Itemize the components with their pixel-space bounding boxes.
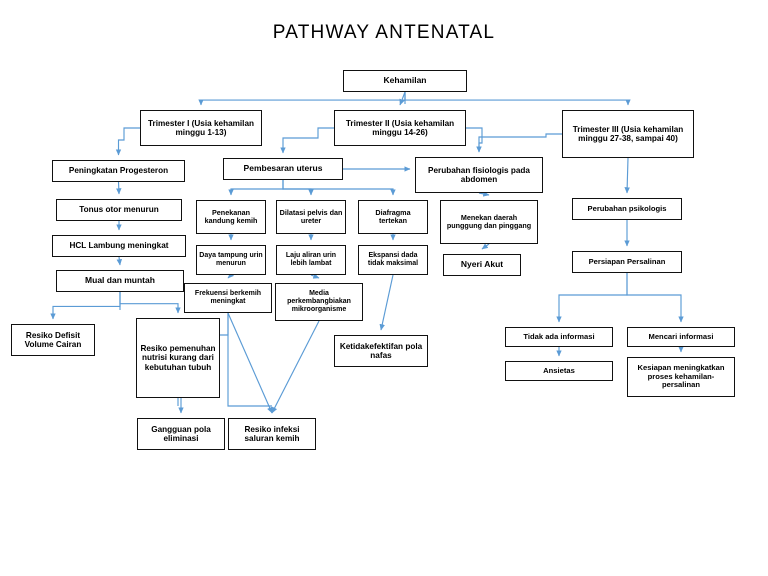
node-trimester2[interactable]: Trimester II (Usia kehamilan minggu 14-2…	[334, 110, 466, 146]
node-label: Trimester III (Usia kehamilan minggu 27-…	[572, 124, 684, 143]
connector	[115, 127, 140, 156]
connector	[478, 191, 490, 197]
node-label: Kehamilan	[383, 75, 427, 86]
node-label: Gangguan pola eliminasi	[151, 424, 211, 443]
connector	[481, 243, 490, 250]
connector	[116, 181, 122, 195]
node-label: Pembesaran uterus	[243, 163, 323, 174]
node-gangguan[interactable]: Gangguan pola eliminasi	[137, 418, 225, 450]
node-ekspansi[interactable]: Ekspansi dada tidak maksimal	[358, 245, 428, 275]
node-frekuensi[interactable]: Frekuensi berkemih meningkat	[184, 283, 272, 313]
connector	[50, 292, 121, 320]
connector	[282, 180, 396, 196]
node-label: Tonus otor menurun	[79, 205, 159, 215]
node-label: Frekuensi berkemih meningkat	[194, 290, 262, 305]
connector	[280, 127, 334, 154]
node-label: Diafragma tertekan	[375, 207, 411, 225]
node-label: Laju aliran urin lebih lambat	[285, 252, 337, 267]
connector	[476, 133, 562, 153]
node-penekanan[interactable]: Penekanan kandung kemih	[196, 200, 266, 234]
node-label: Mencari informasi	[648, 331, 714, 341]
node-psikologis[interactable]: Perubahan psikologis	[572, 198, 682, 220]
node-fisiologis[interactable]: Perubahan fisiologis pada abdomen	[415, 157, 543, 193]
node-label: Kesiapan meningkatkan proses kehamilan-p…	[637, 363, 725, 390]
node-label: Ansietas	[543, 365, 575, 375]
connector	[624, 157, 630, 194]
node-label: Nyeri Akut	[460, 259, 504, 270]
node-label: Peningkatan Progesteron	[68, 166, 169, 176]
node-tidakinfo[interactable]: Tidak ada informasi	[505, 327, 613, 347]
connector	[399, 91, 406, 106]
node-mencariinfo[interactable]: Mencari informasi	[627, 327, 735, 347]
node-label: Resiko Defisit Volume Cairan	[24, 330, 82, 349]
node-ansietas[interactable]: Ansietas	[505, 361, 613, 381]
node-infeksi[interactable]: Resiko infeksi saluran kemih	[228, 418, 316, 450]
node-label: Menekan daerah punggung dan pinggang	[446, 212, 532, 230]
node-label: Media perkembangbiakan mikroorganisme	[287, 290, 351, 313]
node-ketidakefektifan[interactable]: Ketidakefektifan pola nafas	[334, 335, 428, 367]
node-dilatasi[interactable]: Dilatasi pelvis dan ureter	[276, 200, 346, 234]
node-label: Ekspansi dada tidak maksimal	[367, 252, 419, 267]
connector	[227, 271, 235, 279]
connector	[282, 180, 314, 196]
node-laju[interactable]: Laju aliran urin lebih lambat	[276, 245, 346, 275]
connector-segment	[227, 313, 272, 407]
node-trimester1[interactable]: Trimester I (Usia kehamilan minggu 1-13)	[140, 110, 262, 146]
connector	[626, 273, 684, 323]
connector	[119, 292, 181, 314]
node-tonus[interactable]: Tonus otor menurun	[56, 199, 182, 221]
node-label: Resiko pemenuhan nutrisi kurang dari keb…	[140, 344, 216, 372]
node-menekan[interactable]: Menekan daerah punggung dan pinggang	[440, 200, 538, 244]
node-label: Trimester II (Usia kehamilan minggu 14-2…	[345, 118, 455, 137]
connector	[198, 92, 406, 106]
node-pembesaran[interactable]: Pembesaran uterus	[223, 158, 343, 180]
node-label: HCL Lambung meningkat	[69, 241, 169, 251]
node-persiapan[interactable]: Persiapan Persalinan	[572, 251, 682, 273]
node-hcl[interactable]: HCL Lambung meningkat	[52, 235, 186, 257]
connector	[466, 127, 483, 153]
connector	[310, 273, 320, 279]
node-label: Resiko infeksi saluran kemih	[244, 424, 300, 443]
node-kehamilan[interactable]: Kehamilan	[343, 70, 467, 92]
node-label: Tidak ada informasi	[523, 331, 595, 341]
node-label: Daya tampung urin menurun	[199, 252, 263, 267]
node-label: Mual dan muntah	[85, 275, 155, 286]
node-kesiapan[interactable]: Kesiapan meningkatkan proses kehamilan-p…	[627, 357, 735, 397]
connector	[227, 312, 273, 414]
node-nutrisi[interactable]: Resiko pemenuhan nutrisi kurang dari keb…	[136, 318, 220, 398]
node-diafragma[interactable]: Diafragma tertekan	[358, 200, 428, 234]
node-nyeri[interactable]: Nyeri Akut	[443, 254, 521, 276]
node-defisit[interactable]: Resiko Defisit Volume Cairan	[11, 324, 95, 356]
connector	[379, 274, 394, 331]
node-label: Dilatasi pelvis dan ureter	[279, 207, 343, 225]
node-mual[interactable]: Mual dan muntah	[56, 270, 184, 292]
node-label: Persiapan Persalinan	[588, 256, 666, 266]
node-trimester3[interactable]: Trimester III (Usia kehamilan minggu 27-…	[562, 110, 694, 158]
node-label: Perubahan psikologis	[587, 203, 667, 213]
node-label: Ketidakefektifan pola nafas	[339, 341, 423, 360]
node-label: Penekanan kandung kemih	[204, 207, 258, 225]
node-label: Perubahan fisiologis pada abdomen	[428, 165, 530, 184]
node-progesteron[interactable]: Peningkatan Progesteron	[52, 160, 185, 182]
connector	[404, 92, 631, 106]
node-label: Trimester I (Usia kehamilan minggu 1-13)	[147, 118, 255, 137]
node-media[interactable]: Media perkembangbiakan mikroorganisme	[275, 283, 363, 321]
connector	[556, 273, 628, 323]
connector	[228, 180, 284, 196]
node-daya[interactable]: Daya tampung urin menurun	[196, 245, 266, 275]
page-title: PATHWAY ANTENATAL	[272, 22, 496, 43]
connector	[116, 256, 123, 266]
connector-lines	[50, 91, 684, 414]
connector	[271, 320, 320, 414]
